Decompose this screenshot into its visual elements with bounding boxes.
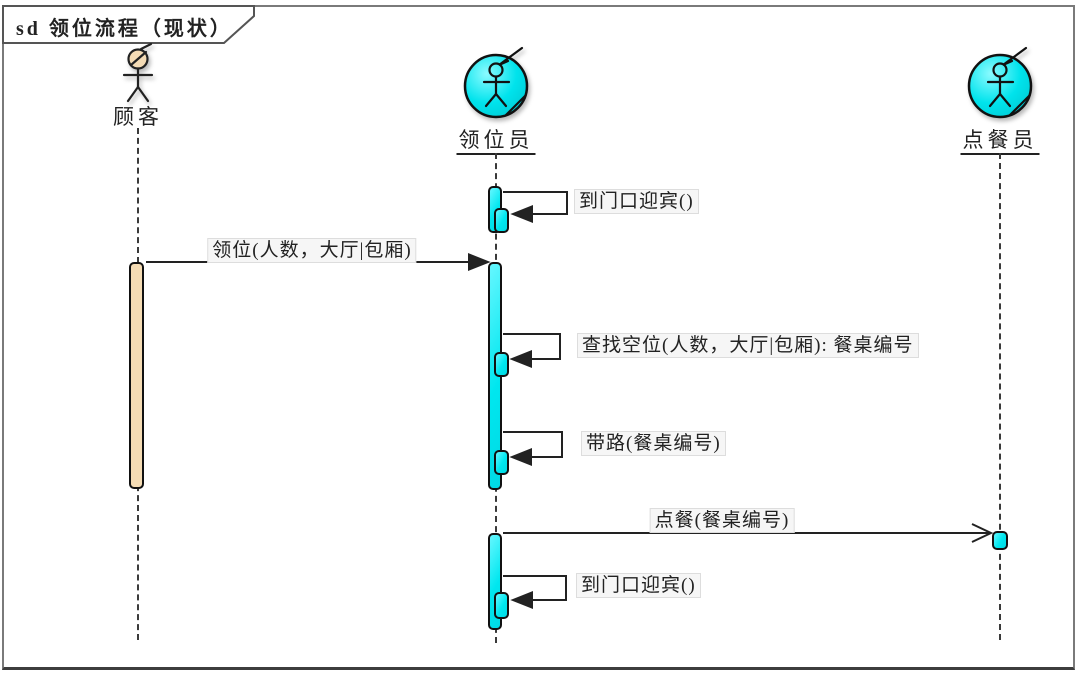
message-label-lead-way: 带路(餐桌编号) xyxy=(581,431,726,456)
order-taker-business-worker-icon xyxy=(967,46,1033,119)
message-label-welcome-2: 到门口迎宾() xyxy=(576,573,701,598)
lifeline-label-order-taker: 点餐员 xyxy=(960,124,1040,155)
activation-customer xyxy=(129,262,144,489)
message-label-find-table: 查找空位(人数，大厅|包厢): 餐桌编号 xyxy=(577,333,919,358)
usher-business-worker-icon xyxy=(463,46,529,119)
lifeline-order-taker xyxy=(999,153,1001,640)
message-label-order: 点餐(餐桌编号) xyxy=(649,508,795,533)
async-message-arrow-order xyxy=(503,523,994,543)
self-message-arrow-2 xyxy=(503,333,561,368)
message-label-seat: 领位(人数，大厅|包厢) xyxy=(207,238,417,263)
activation-usher-2-nested-b xyxy=(494,450,509,475)
lifeline-label-customer: 顾客 xyxy=(113,105,163,129)
customer-actor-icon xyxy=(122,42,154,103)
activation-usher-1-nested xyxy=(494,208,509,233)
self-message-arrow-1 xyxy=(503,191,568,223)
frame-title-pentagon xyxy=(2,5,255,44)
lifeline-label-usher: 领位员 xyxy=(456,124,536,155)
self-message-arrow-4 xyxy=(503,575,567,609)
frame-title-tab xyxy=(2,5,262,45)
diagram-title: sd 领位流程（现状） xyxy=(16,18,233,40)
activation-usher-2-nested-a xyxy=(494,352,509,377)
diagram-frame xyxy=(2,5,1075,670)
activation-order-taker xyxy=(992,531,1008,550)
self-message-arrow-3 xyxy=(503,431,563,466)
activation-usher-3-nested xyxy=(494,592,509,619)
message-label-welcome-1: 到门口迎宾() xyxy=(574,189,699,214)
